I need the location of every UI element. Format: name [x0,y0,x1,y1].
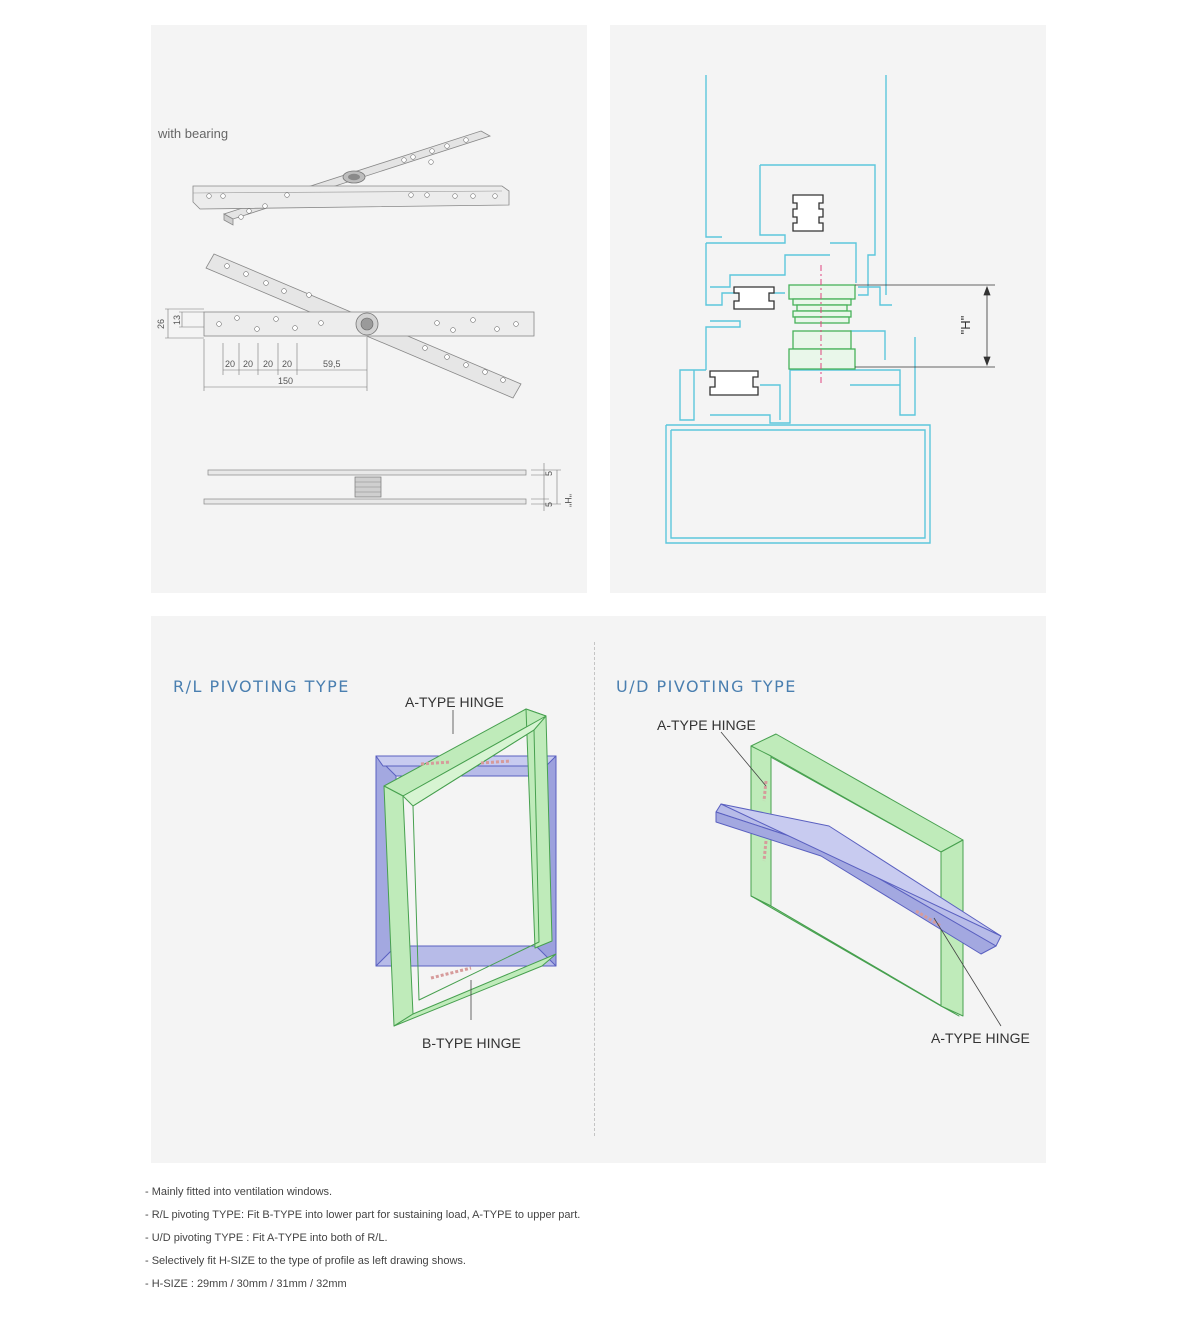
section-divider [594,642,595,1136]
rl-pivoting-title: R/L PIVOTING TYPE [173,677,350,696]
rl-green-frame [383,708,557,1027]
dim-side-5-top: 5 [544,471,554,476]
rl-hinges [420,759,512,980]
thermal-break-upper [709,194,824,396]
hinge-assembly [788,284,856,370]
lower-frame-profile [665,320,931,544]
h-size-label: "H" [958,315,973,334]
hinge-top-view [203,253,535,399]
dim-26: 26 [156,319,166,329]
ud-top-hinge-leader [720,731,767,787]
ud-hinges [762,780,942,928]
hinge-dimensions [165,308,368,391]
dim-20-a: 20 [225,359,235,369]
notes-list: - Mainly fitted into ventilation windows… [145,1184,580,1299]
note-item: - Selectively fit H-SIZE to the type of … [145,1255,466,1267]
profile-section-panel: "H" [610,25,1046,593]
rl-pivoting-illustration: A-TYPE HINGE B-TYPE HINGE [375,694,557,1051]
dim-59-5: 59,5 [323,359,341,369]
dim-20-c: 20 [263,359,273,369]
ud-bottom-hinge-leader [933,917,1002,1027]
rl-b-type-hinge-label: B-TYPE HINGE [422,1035,521,1051]
dim-side-h: "H" [563,494,573,507]
dim-20-b: 20 [243,359,253,369]
note-item: - R/L pivoting TYPE: Fit B-TYPE into low… [145,1209,581,1221]
hinge-side-view [203,469,527,505]
h-dimension [855,284,995,368]
hinge-drawing: 26 13 20 20 20 20 59,5 150 5 [156,130,573,511]
rl-a-type-hinge-label: A-TYPE HINGE [405,694,504,710]
dim-20-d: 20 [282,359,292,369]
ud-pivoting-title: U/D PIVOTING TYPE [616,677,797,696]
pivoting-illustrations: A-TYPE HINGE B-TYPE HINGE [375,694,1030,1051]
note-item: - U/D pivoting TYPE : Fit A-TYPE into bo… [145,1232,388,1244]
dim-13: 13 [172,315,182,325]
ud-bottom-a-type-hinge-label: A-TYPE HINGE [931,1030,1030,1046]
note-item: - Mainly fitted into ventilation windows… [145,1186,333,1198]
pivoting-types-panel: R/L PIVOTING TYPE U/D PIVOTING TYPE [151,616,1046,1163]
with-bearing-caption: with bearing [158,126,229,141]
upper-sash-profile [705,75,892,306]
ud-top-a-type-hinge-label: A-TYPE HINGE [657,717,756,733]
hinge-drawing-panel: with bearing [151,25,587,593]
dim-150: 150 [278,376,293,386]
ud-pivoting-illustration: A-TYPE HINGE A-TYPE HINGE [657,717,1030,1046]
ud-green-frame [750,733,964,1017]
note-item: - H-SIZE : 29mm / 30mm / 31mm / 32mm [145,1278,347,1290]
dim-side-5-bottom: 5 [544,502,554,507]
profile-section-drawing: "H" [665,75,995,544]
hinge-perspective [192,130,510,226]
